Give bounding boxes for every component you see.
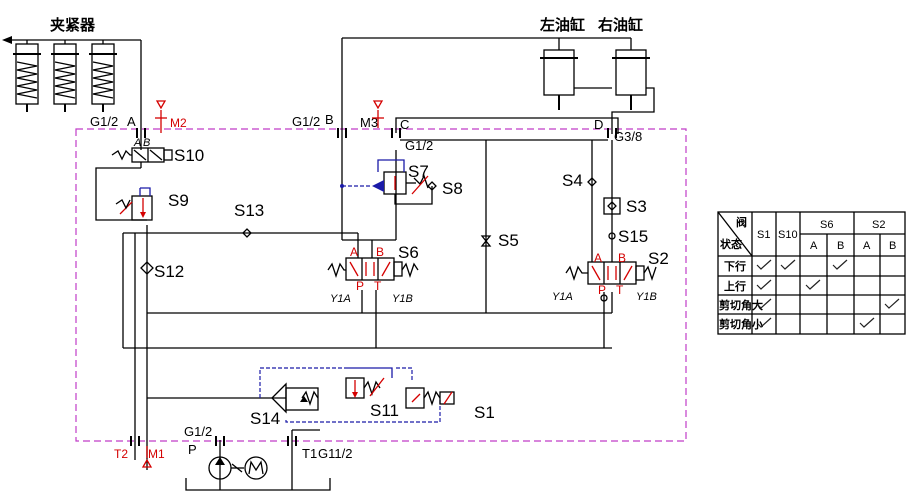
manifold-boundary [75,128,687,442]
check-mark [884,298,900,309]
t1-size-label: G11/2 [318,446,352,461]
table-row-name: 剪切角大 [719,298,763,312]
check-mark [756,259,772,270]
clamp-cylinders [2,36,142,133]
port-a-size: G1/2 [90,114,118,129]
left-cylinder-label: 左油缸 [539,16,585,34]
table-corner-top: 阀 [736,215,747,229]
clamp-label: 夹紧器 [50,16,96,34]
s6-port-a: A [350,245,358,259]
s2-valve [565,261,657,302]
s9-label: S9 [168,191,189,210]
s10-port-b: B [143,137,150,149]
m2-label: M2 [170,116,187,130]
table-header-s2: S2 [872,219,885,231]
m3-label: M3 [360,115,378,130]
s3-label: S3 [626,197,647,216]
check-mark [805,279,821,290]
s4-check [587,177,597,187]
table-header-s10: S10 [778,229,798,241]
s2-port-a: A [594,251,602,265]
s2-label: S2 [648,249,669,268]
s15-label: S15 [618,227,648,246]
check-mark [832,259,848,270]
pump-size-label: G1/2 [184,424,212,439]
s10-label: S10 [174,146,204,165]
s13-check [242,228,252,238]
s6-y1b: Y1B [392,293,413,305]
check-mark [756,279,772,290]
table-checks [756,259,900,328]
s14-label: S14 [250,409,280,428]
table-row-name: 上行 [724,279,746,293]
bottom-ports [130,436,297,468]
t1-label: T1 [302,446,317,461]
port-c-size: G1/2 [405,138,433,153]
s14-valve [259,367,441,423]
table-header-s6: S6 [820,219,833,231]
table-sub-s6a: A [810,240,818,252]
right-cylinder-label: 右油缸 [598,16,643,34]
s8-label: S8 [442,179,463,198]
s1-valve [405,387,455,409]
t2-label: T2 [114,447,128,461]
s3-valve [603,197,621,215]
main-lines [122,38,619,491]
s4-label: S4 [562,171,583,190]
port-a-label: A [127,114,136,129]
s6-port-b: B [376,245,384,259]
table-sub-s2b: B [889,240,896,252]
s9-valve [115,187,153,221]
s5-label: S5 [498,231,519,250]
s2-port-b: B [618,251,626,265]
s12-check [140,261,154,275]
s6-y1a: Y1A [330,293,351,305]
main-cylinders [342,37,655,134]
table-sub-s6b: B [837,240,844,252]
m1-label: M1 [148,447,165,461]
table-row-name: 剪切角小 [719,317,763,331]
s15-orifice [608,232,616,240]
port-markers [136,128,617,138]
state-table [717,211,906,335]
s6-label: S6 [398,243,419,262]
s13-label: S13 [234,201,264,220]
table-corner-bottom: 状态 [720,237,742,251]
table-header-s1: S1 [757,229,770,241]
s7-label: S7 [408,162,429,181]
p-label: P [188,442,197,457]
s2-y1b: Y1B [636,291,657,303]
check-mark [859,317,875,328]
port-d-label: D [594,117,603,132]
s6-port-p: P [356,279,364,293]
check-mark [756,317,772,328]
check-mark [756,298,772,309]
s12-label: S12 [154,262,184,281]
table-sub-s2a: A [863,240,871,252]
s1-label: S1 [474,403,495,422]
port-b-label: B [325,112,334,127]
s2-y1a: Y1A [552,291,573,303]
port-c-label: C [400,117,409,132]
s7-valve [340,159,437,205]
s5-valve [480,235,492,247]
s6-valve [327,257,419,281]
m2-gauge-point [155,100,167,133]
s10-valve [95,147,173,221]
port-d-size: G3/8 [614,129,642,144]
pump [208,456,244,480]
port-b-size: G1/2 [292,114,320,129]
s11-valve [345,367,413,399]
s6-port-t: T [374,279,382,293]
check-mark [780,259,796,270]
s10-port-a: A [133,137,141,149]
motor [244,456,268,480]
table-row-name: 下行 [724,259,746,273]
m3-gauge-point [372,100,384,128]
s11-label: S11 [370,401,399,420]
s2-port-p: P [598,283,606,297]
s2-port-t: T [616,283,624,297]
